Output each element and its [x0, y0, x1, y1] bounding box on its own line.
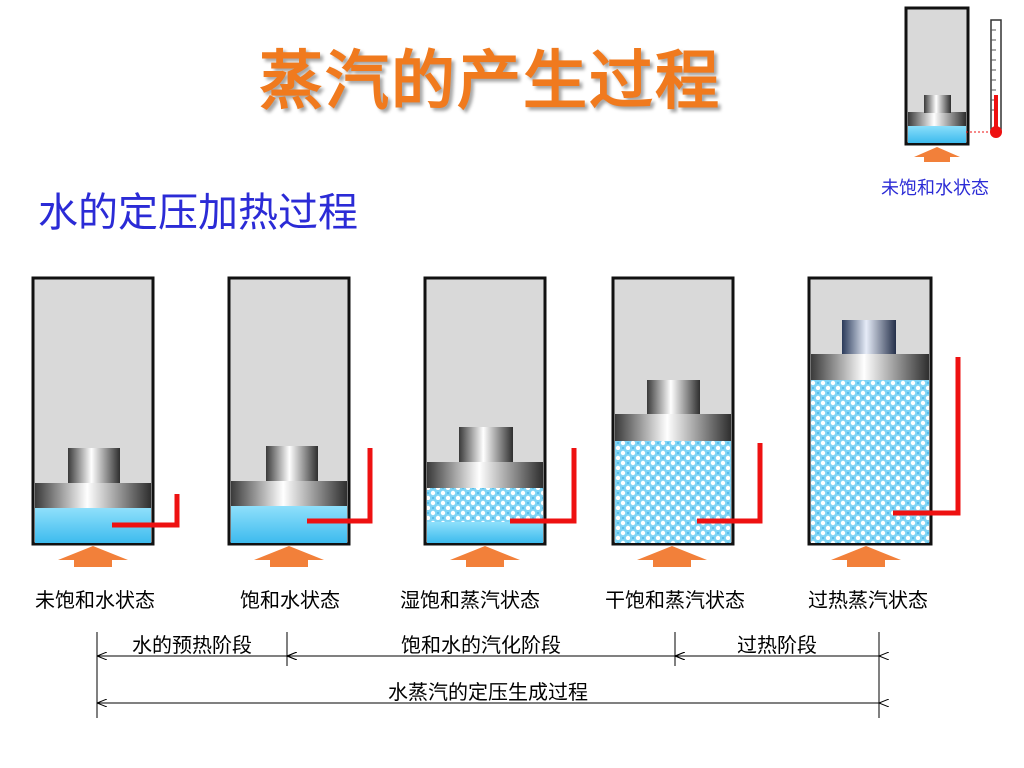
state-label-wet-saturated-steam: 湿饱和蒸汽状态 — [400, 588, 540, 612]
cylinder-wet-saturated-steam — [423, 276, 577, 567]
reference-cylinder — [904, 6, 1002, 162]
state-label-superheated-steam: 过热蒸汽状态 — [808, 588, 928, 612]
state-label-unsaturated-water: 未饱和水状态 — [35, 588, 155, 612]
cylinder-unsaturated-water — [31, 276, 180, 567]
cylinder-superheated-steam — [807, 276, 961, 567]
page-subtitle: 水的定压加热过程 — [38, 190, 358, 236]
stage-label-overall: 水蒸汽的定压生成过程 — [388, 680, 588, 704]
state-label-dry-saturated-steam: 干饱和蒸汽状态 — [605, 588, 745, 612]
stage-label-preheat: 水的预热阶段 — [132, 633, 252, 657]
stage-label-superheat: 过热阶段 — [737, 633, 817, 657]
cylinder-saturated-water — [227, 276, 373, 567]
reference-state-label: 未饱和水状态 — [881, 178, 989, 199]
stage-label-vaporize: 饱和水的汽化阶段 — [401, 633, 561, 657]
cylinder-dry-saturated-steam — [611, 276, 763, 567]
stage-dimension-lines — [96, 632, 879, 718]
page-title: 蒸汽的产生过程 — [259, 45, 721, 119]
state-label-saturated-water: 饱和水状态 — [240, 588, 340, 612]
